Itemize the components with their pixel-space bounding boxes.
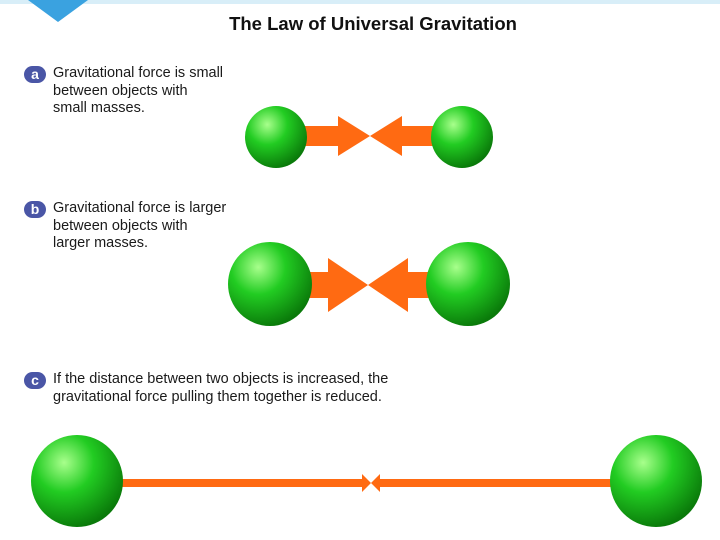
caption-line: gravitational force pulling them togethe… [53,388,382,405]
green-sphere-icon [431,106,493,168]
panel-a-caption: Gravitational force is small between obj… [53,65,223,118]
top-strip [0,0,720,4]
caption-line: Gravitational force is small [53,65,224,81]
page-title: The Law of Universal Gravitation [229,13,517,34]
orange-arrow-icon [370,116,436,156]
caption-line: between objects with [53,217,188,234]
panel-c-caption: If the distance between two objects is i… [53,371,388,406]
green-sphere-icon [31,435,123,527]
caption-line: larger masses. [53,235,149,251]
green-sphere-icon [245,106,307,168]
orange-arrow-icon [304,116,370,156]
panel-a-label: a [24,66,46,83]
panel-b-label: b [24,201,46,218]
orange-arrow-icon [118,474,371,492]
caption-line: small masses. [53,100,145,116]
panel-c-label: c [24,372,46,389]
panel-c-scene [31,435,702,527]
green-sphere-icon [426,242,510,326]
orange-arrow-icon [368,258,432,312]
panel-b-caption: Gravitational force is larger between ob… [53,200,226,253]
orange-arrow-icon [371,474,620,492]
green-sphere-icon [610,435,702,527]
panel-b-scene [228,242,510,326]
panel-a-scene [245,106,493,168]
blue-down-triangle-icon [28,0,88,22]
orange-arrow-icon [308,258,368,312]
green-sphere-icon [228,242,312,326]
caption-line: Gravitational force is larger [53,200,227,216]
caption-line: If the distance between two objects is i… [53,371,389,387]
caption-line: between objects with [53,82,188,99]
